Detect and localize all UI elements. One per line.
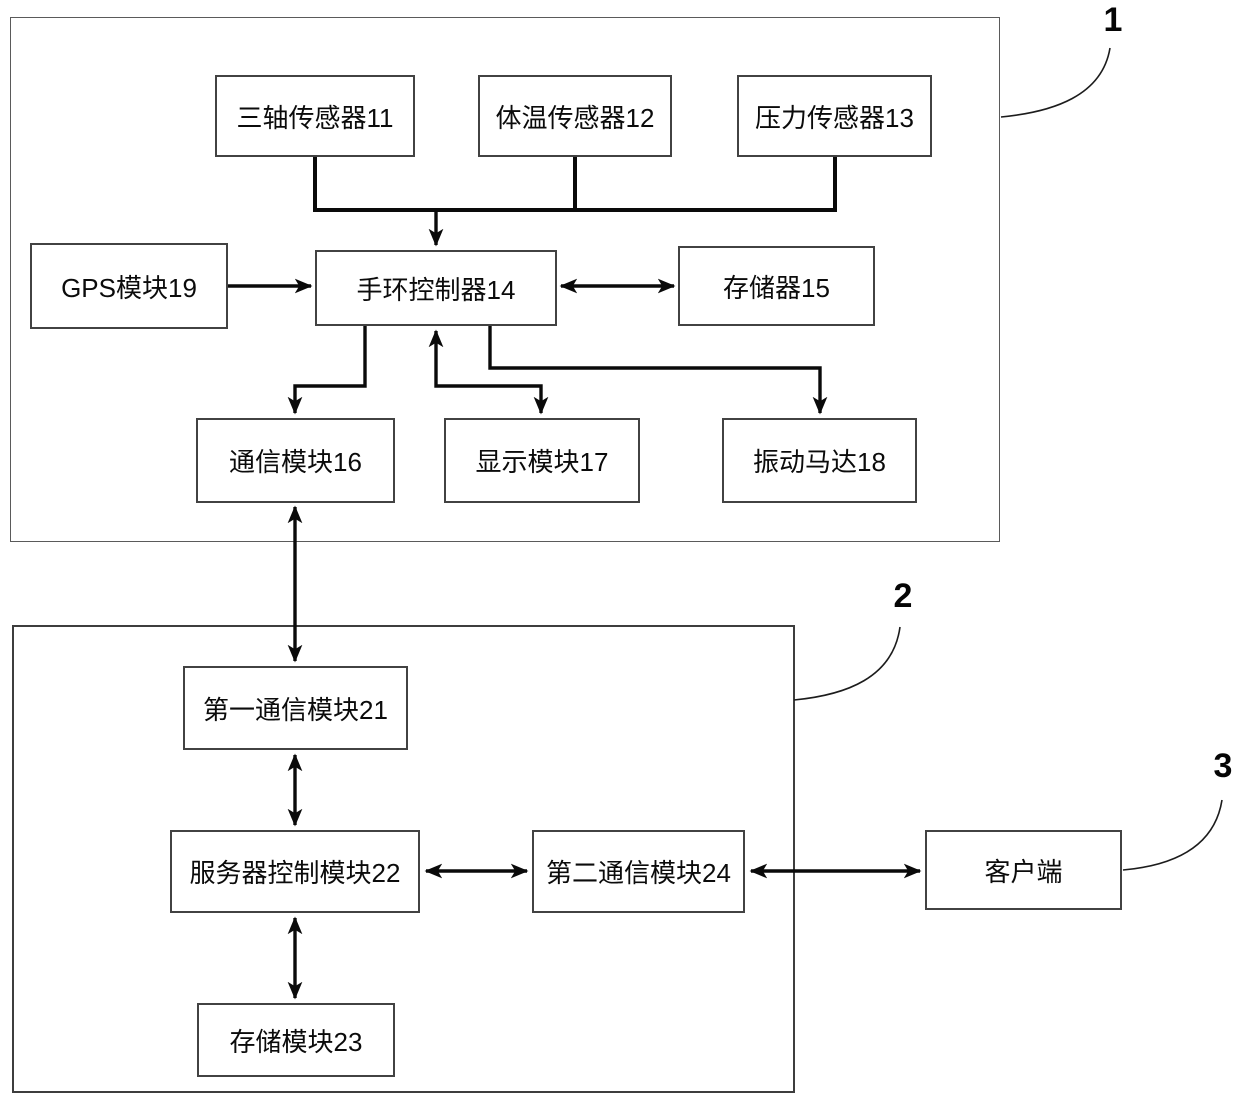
box-storage-module-label: 存储模块23: [229, 1026, 363, 1057]
box-pressure-sensor-label: 压力传感器13: [755, 102, 914, 133]
edge-controller-to-comm: [287, 322, 367, 415]
box-first-comm-module-label: 第一通信模块21: [203, 694, 388, 725]
edge-sensor-bus: [313, 150, 837, 212]
box-bracelet-controller-label: 手环控制器14: [356, 274, 516, 305]
box-comm-module: 通信模块16: [196, 418, 395, 503]
box-three-axis-sensor-label: 三轴传感器11: [236, 102, 394, 133]
box-memory: 存储器15: [678, 246, 875, 326]
ref-leader-3: [1122, 799, 1223, 871]
box-client-label: 客户端: [984, 856, 1063, 887]
ref-label-bracelet-system: 1: [1103, 1, 1123, 39]
box-second-comm-module-label: 第二通信模块24: [546, 858, 731, 888]
container-server-system: [12, 625, 795, 1093]
edge-controller-to-vibration: [488, 322, 828, 415]
box-temp-sensor: 体温传感器12: [478, 75, 672, 157]
container-bracelet-system: [10, 17, 1000, 542]
box-bracelet-controller: 手环控制器14: [315, 250, 557, 326]
box-display-module: 显示模块17: [444, 418, 640, 503]
box-vibration-motor-label: 振动马达18: [753, 447, 886, 477]
box-client: 客户端: [925, 830, 1122, 910]
ref-label-client-system: 3: [1213, 747, 1233, 785]
box-memory-label: 存储器15: [723, 272, 830, 303]
edge-controller-display: [428, 329, 549, 415]
box-display-module-label: 显示模块17: [475, 447, 609, 477]
box-server-control-module: 服务器控制模块22: [170, 830, 420, 913]
box-vibration-motor: 振动马达18: [722, 418, 917, 503]
box-pressure-sensor: 压力传感器13: [737, 75, 932, 157]
ref-label-server-system: 2: [893, 577, 913, 615]
box-second-comm-module: 第二通信模块24: [532, 830, 745, 913]
box-server-control-module-label: 服务器控制模块22: [189, 858, 401, 888]
box-three-axis-sensor: 三轴传感器11: [215, 75, 415, 157]
ref-leader-1: [1000, 47, 1111, 118]
box-comm-module-label: 通信模块16: [229, 447, 362, 477]
ref-leader-2: [793, 626, 901, 701]
box-storage-module: 存储模块23: [197, 1003, 395, 1077]
box-gps-module: GPS模块19: [30, 243, 228, 329]
box-gps-module-label: GPS模块19: [61, 272, 197, 303]
box-first-comm-module: 第一通信模块21: [183, 666, 408, 750]
box-temp-sensor-label: 体温传感器12: [495, 102, 655, 133]
